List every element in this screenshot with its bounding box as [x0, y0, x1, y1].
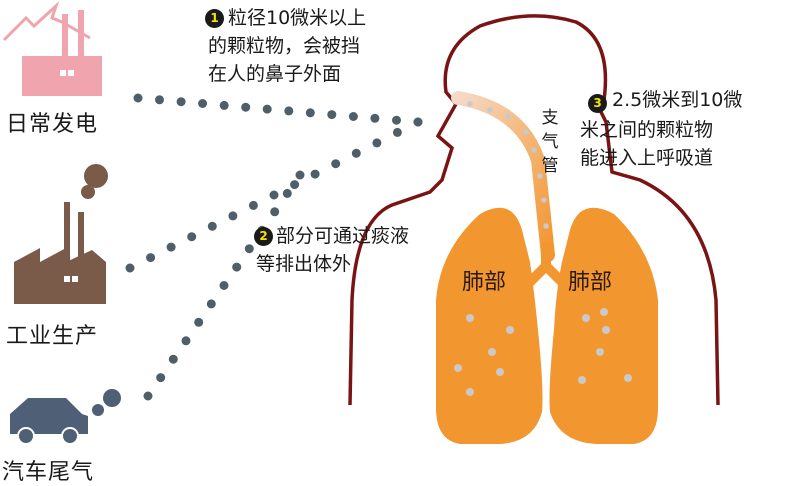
trail-dot — [143, 391, 153, 401]
trail-dot — [327, 110, 337, 120]
bronchus-char-3: 管 — [541, 156, 559, 176]
trail-dot — [370, 113, 380, 123]
trail-dot — [166, 242, 176, 252]
trail-dot — [305, 108, 315, 118]
respiratory-tract — [451, 91, 555, 262]
body-outline — [348, 14, 720, 406]
note-2: 部分可通过痰液 — [276, 222, 409, 250]
trail-dot — [219, 100, 229, 110]
note-1-badge: 1 — [205, 9, 224, 28]
trail-dot — [168, 354, 178, 364]
note-3-line-3: 能进入上呼吸道 — [580, 147, 714, 169]
note-2-rest: 等排出体外 — [256, 250, 351, 278]
trail-dot — [348, 112, 358, 121]
bronchus-label: 支 气 管 — [540, 106, 560, 178]
trail-dot — [282, 188, 292, 198]
bronchus-char-1: 支 — [541, 108, 559, 128]
note-3: 2.5微米到10微 — [612, 86, 742, 114]
trail-dot — [232, 262, 242, 272]
trail-dot — [207, 221, 217, 231]
trail-dot — [262, 104, 272, 114]
note-2-line-2: 等排出体外 — [256, 253, 352, 275]
note-3-line-1: 2.5微米到10微 — [612, 89, 743, 111]
trail-dot — [133, 93, 143, 103]
trail-dot — [244, 244, 254, 254]
trail-dot — [284, 106, 294, 116]
right-lung — [549, 207, 658, 444]
trail-dot — [270, 207, 280, 217]
note-1-line-1: 粒径10微米以上 — [228, 7, 367, 29]
note-3-line-2: 米之间的颗粒物 — [580, 119, 714, 141]
trail-dot — [331, 159, 341, 169]
note-2-badge: 2 — [254, 227, 273, 246]
note-1-line-3: 在人的鼻子外面 — [208, 63, 342, 85]
power-plant-icon — [2, 1, 102, 96]
trail-dot — [392, 115, 401, 125]
source-label-vehicle: 汽车尾气 — [2, 460, 95, 485]
trail-dot — [351, 148, 361, 158]
trail-dot — [228, 211, 238, 221]
car-icon — [10, 389, 121, 445]
trail-dot — [310, 169, 320, 179]
note-1: 粒径10微米以上 — [228, 4, 366, 32]
particle-dots — [454, 101, 632, 396]
trail-dot — [290, 180, 300, 190]
trail-dot — [241, 102, 251, 112]
bronchus-char-2: 气 — [541, 132, 559, 152]
trail-dot — [176, 97, 186, 107]
trail-dot — [198, 99, 208, 108]
trail-dot — [248, 200, 258, 210]
note-2-line-1: 部分可通过痰液 — [276, 225, 410, 247]
trail-dot — [194, 317, 204, 327]
left-lung — [436, 207, 543, 444]
trail-dot — [219, 281, 229, 290]
trail-dot — [187, 232, 197, 242]
note-3-rest: 米之间的颗粒物 能进入上呼吸道 — [580, 116, 713, 172]
bronchi-branch — [517, 241, 575, 295]
trail-dot — [295, 170, 305, 180]
left-lung-label: 肺部 — [462, 270, 507, 295]
note-3-badge: 3 — [588, 94, 607, 113]
trail-dot — [146, 253, 156, 263]
trail-dot — [372, 138, 382, 148]
trail-dot — [206, 299, 216, 309]
trail-dot — [269, 190, 279, 200]
note-1-rest: 的颗粒物，会被挡 在人的鼻子外面 — [208, 32, 360, 88]
trail-dot — [156, 373, 166, 383]
right-lung-label: 肺部 — [568, 270, 613, 295]
source-label-power: 日常发电 — [6, 112, 99, 137]
factory-icon — [14, 164, 108, 304]
trail-dot — [155, 95, 164, 105]
source-label-industry: 工业生产 — [6, 324, 99, 349]
note-1-line-2: 的颗粒物，会被挡 — [208, 35, 361, 57]
trail-dot — [181, 336, 191, 346]
trail-dot — [125, 263, 135, 273]
particle-trail-dots — [125, 93, 423, 401]
trail-dot — [392, 127, 402, 137]
trail-dot — [413, 117, 423, 127]
